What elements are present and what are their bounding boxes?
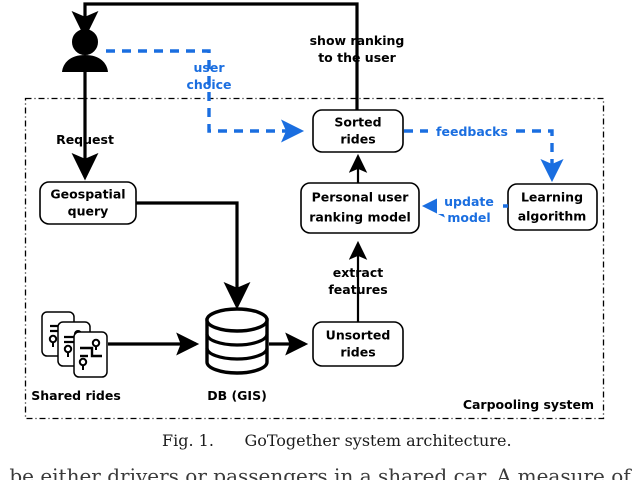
- edge-show-ranking: show ranking to the user: [71, 2, 405, 110]
- edge-request: Request: [56, 72, 114, 181]
- update-model-label-line2: model: [447, 210, 490, 225]
- update-model-label-line1: update: [444, 194, 494, 209]
- geospatial-query-label-line1: Geospatial: [50, 187, 125, 202]
- unsorted-rides-label-line2: rides: [340, 345, 375, 360]
- user-choice-label-line1: user: [194, 60, 226, 75]
- unsorted-rides-label-line1: Unsorted: [326, 328, 391, 343]
- extract-features-label-line1: extract: [333, 265, 384, 280]
- node-personal-user-ranking-model[interactable]: Personal user ranking model: [300, 182, 420, 234]
- user-person-icon: [62, 29, 108, 72]
- stacked-documents-icon: Shared rides: [31, 311, 121, 403]
- sorted-rides-label-line1: Sorted: [334, 115, 381, 130]
- learning-algorithm-label-line1: Learning: [521, 190, 583, 205]
- request-label: Request: [56, 132, 114, 147]
- caption-text: GoTogether system architecture.: [244, 431, 511, 450]
- node-sorted-rides[interactable]: Sorted rides: [312, 109, 404, 153]
- feedbacks-label: feedbacks: [436, 124, 508, 139]
- learning-algorithm-label-line2: algorithm: [518, 209, 587, 224]
- edge-extract-features: extract features: [328, 240, 388, 322]
- body-text-line: be either drivers or passengers in a sha…: [9, 464, 632, 480]
- carpooling-system-label: Carpooling system: [463, 397, 594, 412]
- user-choice-label-line2: choice: [186, 77, 231, 92]
- node-learning-algorithm[interactable]: Learning algorithm: [507, 183, 598, 231]
- body-text-fragment: be either drivers or passengers in a sha…: [9, 464, 632, 480]
- geospatial-query-label-line2: query: [68, 204, 109, 219]
- edge-feedbacks: feedbacks: [404, 120, 564, 183]
- carpooling-system-boundary: [24, 97, 605, 420]
- extract-features-label-line2: features: [328, 282, 387, 297]
- database-cylinder-icon: DB (GIS): [205, 307, 269, 403]
- personal-model-label-line2: ranking model: [309, 210, 411, 225]
- edge-user-choice: user choice: [106, 49, 305, 143]
- figure-caption: Fig. 1. GoTogether system architecture.: [162, 431, 512, 450]
- show-ranking-label-line1: show ranking: [310, 33, 405, 48]
- db-gis-label: DB (GIS): [207, 388, 267, 403]
- edge-geospatial-to-db: [136, 201, 251, 310]
- personal-model-label-line1: Personal user: [312, 190, 410, 205]
- node-geospatial-query[interactable]: Geospatial query: [39, 181, 137, 225]
- show-ranking-label-line2: to the user: [318, 50, 396, 65]
- edge-update-model: update model: [421, 194, 508, 225]
- caption-prefix: Fig. 1.: [162, 431, 214, 450]
- shared-rides-label: Shared rides: [31, 388, 121, 403]
- sorted-rides-label-line2: rides: [340, 132, 375, 147]
- node-unsorted-rides[interactable]: Unsorted rides: [312, 321, 404, 367]
